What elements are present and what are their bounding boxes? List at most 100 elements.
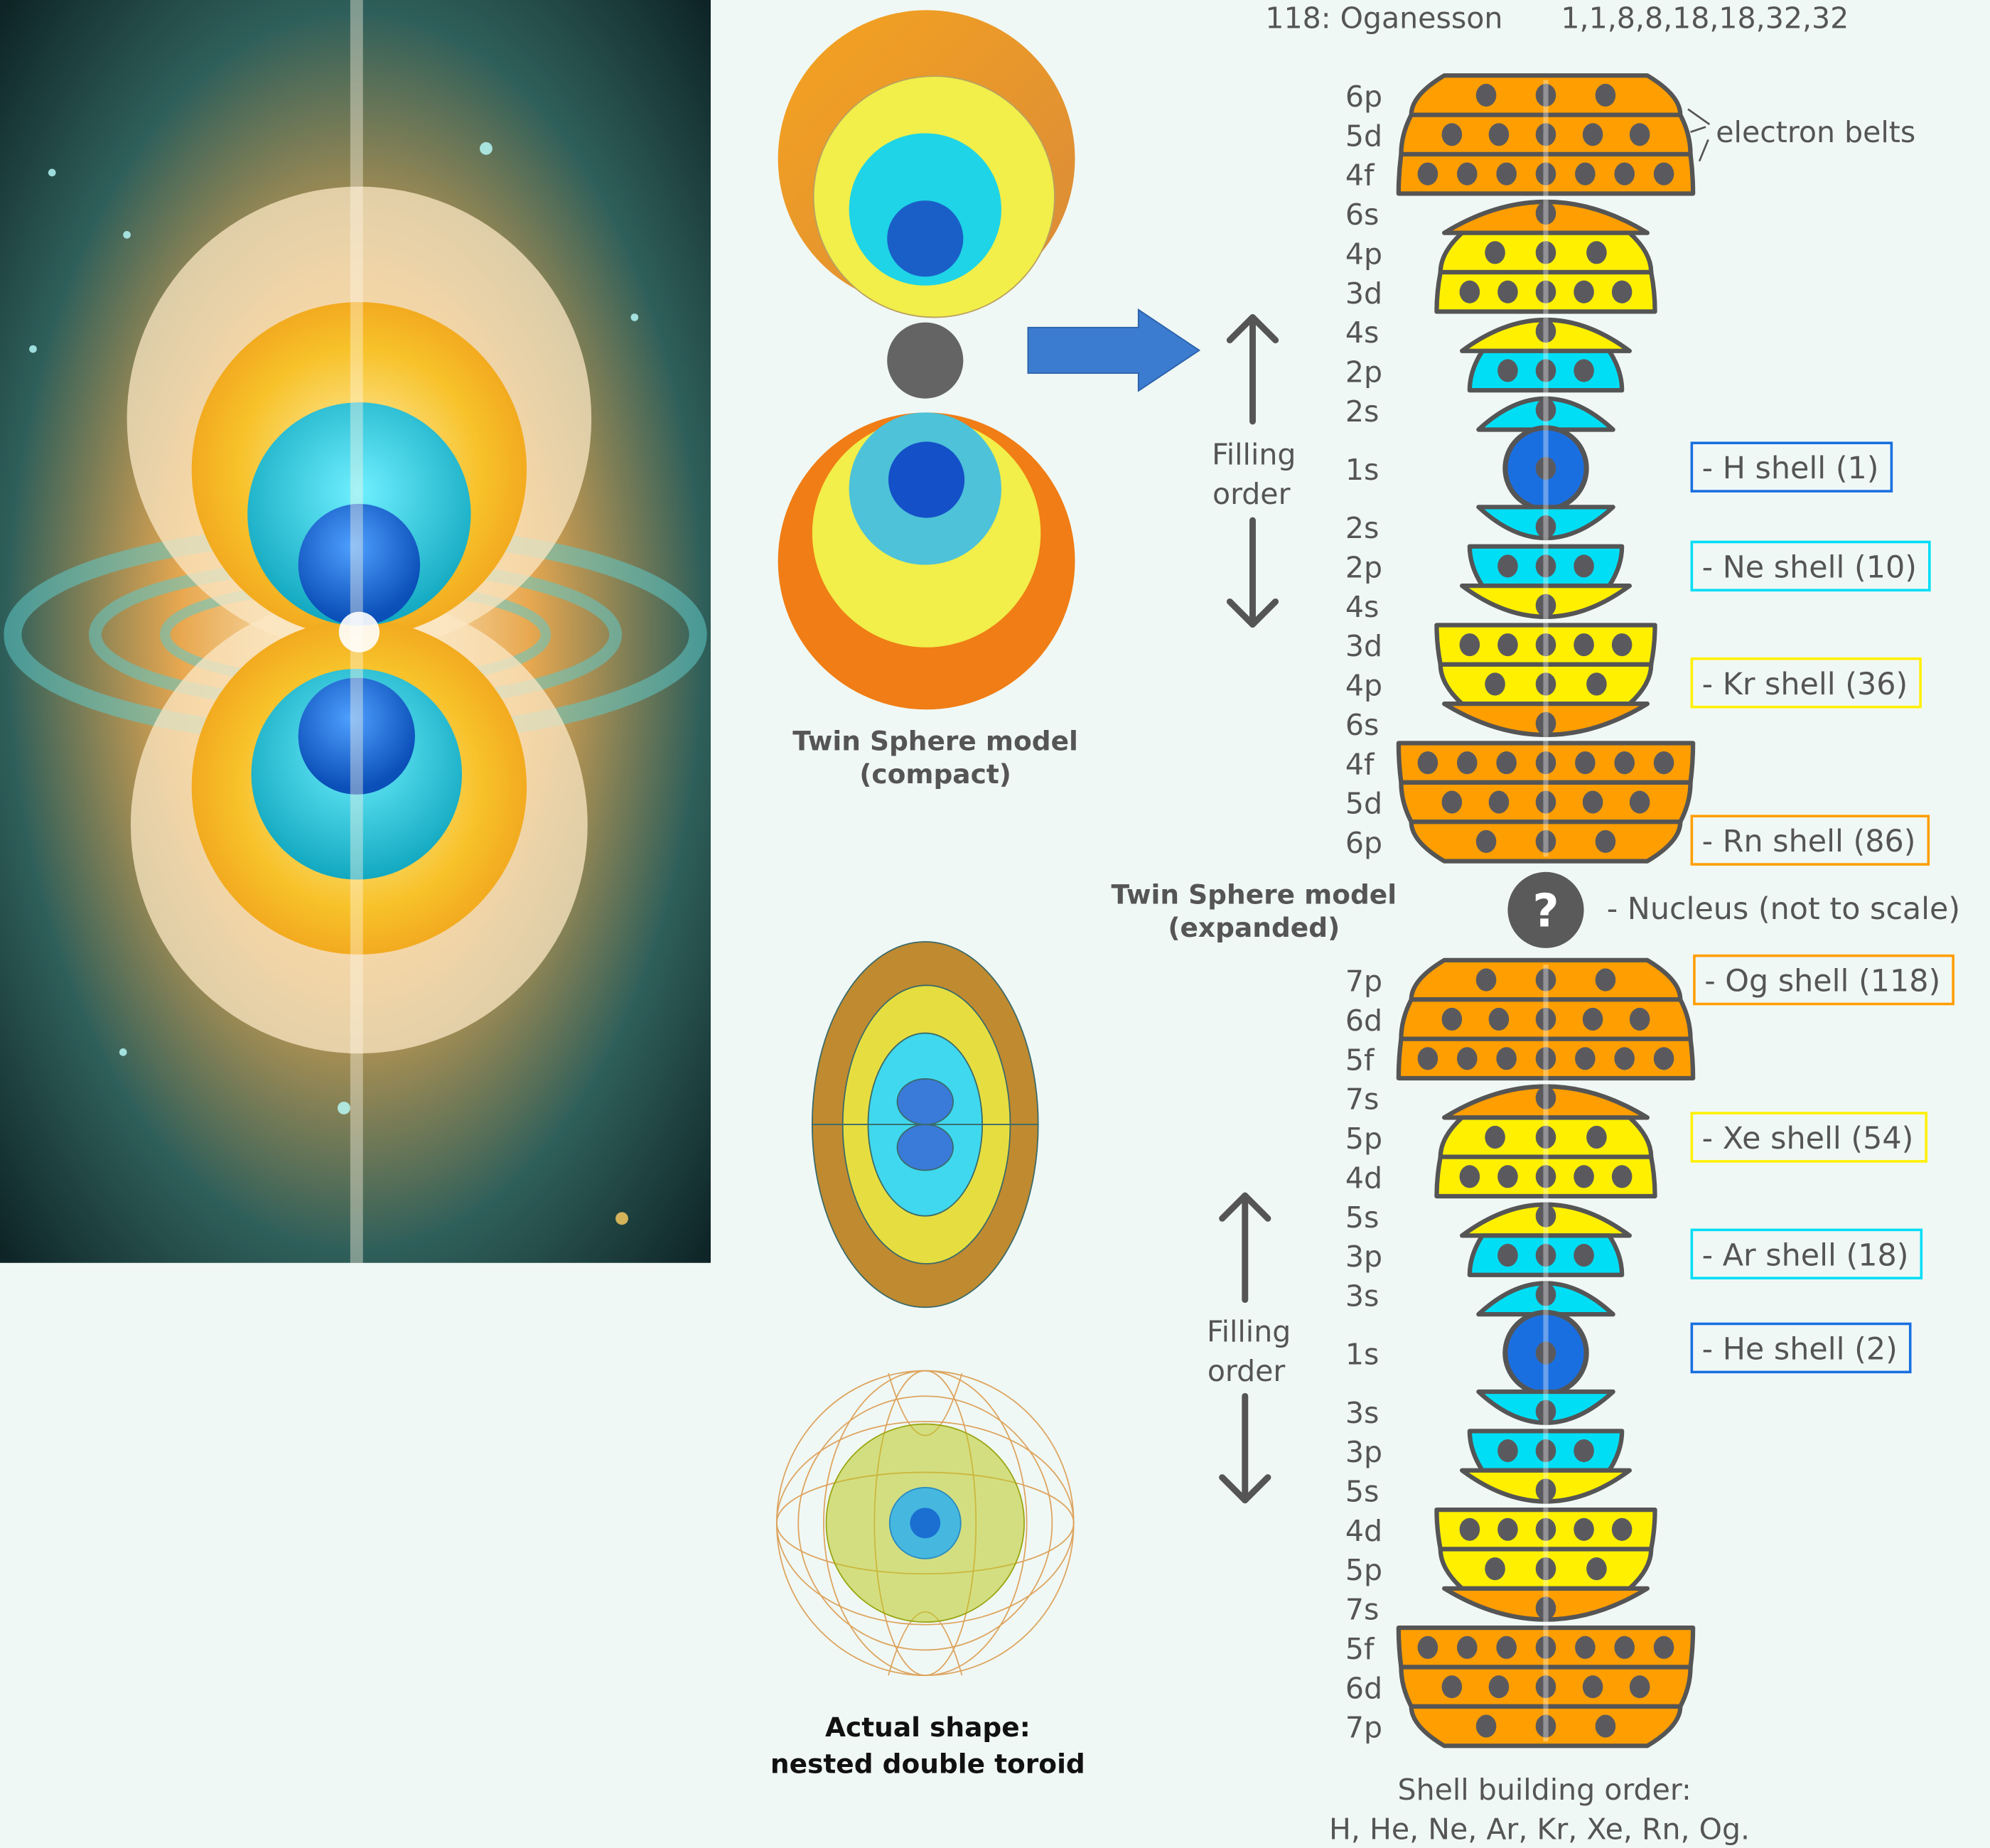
orbital-4p: 4p bbox=[1345, 662, 1654, 707]
orbital-label: 4p bbox=[1345, 237, 1382, 271]
electron-dot bbox=[1535, 1557, 1556, 1581]
electron-dot bbox=[1497, 1244, 1518, 1267]
expanded-caption-1: Twin Sphere model bbox=[1111, 879, 1397, 910]
electron-dot bbox=[1417, 1047, 1438, 1070]
electron-dot bbox=[1586, 1125, 1607, 1149]
arrow-down-icon bbox=[1219, 1392, 1271, 1504]
legend-item: - H shell (1) bbox=[1690, 441, 1893, 493]
electron-dot bbox=[1586, 241, 1607, 264]
electron-dot bbox=[1535, 1714, 1556, 1738]
legend-label: - Xe shell (54) bbox=[1702, 1121, 1914, 1156]
legend-box bbox=[1690, 540, 1931, 592]
orbital-7p: 7p bbox=[1345, 1704, 1683, 1748]
orbital-label: 6d bbox=[1345, 1004, 1382, 1038]
orbital-label: 7p bbox=[1345, 1711, 1382, 1745]
orbital-label: 2p bbox=[1345, 551, 1382, 585]
electron-dot bbox=[1535, 829, 1556, 853]
electron-dot bbox=[1653, 162, 1674, 186]
orbital-label: 5d bbox=[1345, 119, 1382, 153]
electron-dot bbox=[1574, 1165, 1594, 1188]
nucleus-icon bbox=[1507, 871, 1584, 948]
filling-order-label: order bbox=[1212, 477, 1291, 511]
shell-order-caption-2: H, He, Ne, Ar, Kr, Xe, Rn, Og. bbox=[1329, 1812, 1750, 1847]
actual-shape-caption-2: nested double toroid bbox=[770, 1748, 1085, 1780]
orbital-label: 2s bbox=[1345, 511, 1379, 545]
electron-dot bbox=[1574, 633, 1594, 657]
electron-dot bbox=[1497, 359, 1518, 382]
electron-dot bbox=[1653, 751, 1674, 775]
electron-dot bbox=[1586, 1557, 1607, 1581]
electron-dot bbox=[1582, 1007, 1603, 1031]
electron-belts-label: electron belts bbox=[1716, 115, 1915, 149]
orbital-2s: 2s bbox=[1345, 394, 1615, 432]
nucleus-label: - Nucleus (not to scale) bbox=[1607, 891, 1960, 927]
electron-dot bbox=[1575, 1635, 1596, 1659]
orbital-4d: 4d bbox=[1345, 1507, 1657, 1552]
legend-label: - Ar shell (18) bbox=[1702, 1237, 1909, 1273]
orbital-6d: 6d bbox=[1345, 1665, 1693, 1709]
electron-dot bbox=[1535, 1086, 1556, 1110]
legend-item: - Kr shell (36) bbox=[1690, 657, 1922, 709]
legend-box bbox=[1690, 1112, 1927, 1163]
orbital-7s: 7s bbox=[1345, 1083, 1650, 1120]
filling-order-label: Filling bbox=[1212, 438, 1296, 472]
orbital-label: 7p bbox=[1345, 965, 1382, 999]
electron-dot bbox=[1535, 554, 1556, 578]
compact-caption-1: Twin Sphere model bbox=[792, 725, 1078, 756]
electron-dot bbox=[1575, 162, 1596, 186]
electron-dot bbox=[1497, 1439, 1518, 1463]
electron-dot bbox=[1535, 672, 1556, 696]
electron-dot bbox=[1535, 790, 1556, 814]
electron-dot bbox=[1575, 1047, 1596, 1070]
electron-dot bbox=[1417, 1635, 1438, 1659]
actual-shape-caption-1: Actual shape: bbox=[825, 1712, 1031, 1743]
electron-dot bbox=[1535, 633, 1556, 657]
orbital-label: 7s bbox=[1345, 1593, 1379, 1627]
electron-dot bbox=[1535, 1478, 1556, 1502]
expanded-caption-2: (expanded) bbox=[1168, 912, 1340, 943]
orbital-label: 5p bbox=[1345, 1122, 1382, 1156]
electron-dot bbox=[1496, 1047, 1517, 1070]
legend-box bbox=[1690, 441, 1893, 493]
orbital-label: 3p bbox=[1345, 1240, 1382, 1274]
orbital-5s: 5s bbox=[1345, 1200, 1632, 1238]
electron-dot bbox=[1488, 1007, 1510, 1031]
orbital-5p: 5p bbox=[1345, 1547, 1654, 1591]
electron-dot bbox=[1535, 1635, 1556, 1659]
legend-item: - Ar shell (18) bbox=[1690, 1228, 1923, 1280]
electron-dot bbox=[1485, 672, 1505, 696]
orbital-label: 1s bbox=[1345, 1338, 1379, 1372]
orbital-label: 1s bbox=[1345, 453, 1379, 487]
orbital-label: 4d bbox=[1345, 1514, 1382, 1548]
orbital-label: 5f bbox=[1345, 1632, 1375, 1666]
electron-dot bbox=[1497, 633, 1518, 657]
electron-dot bbox=[1535, 1204, 1556, 1227]
electron-dot bbox=[1497, 1165, 1518, 1188]
electron-dot bbox=[1475, 829, 1497, 853]
electron-config: 1,1,8,8,18,18,32,32 bbox=[1561, 1, 1849, 35]
electron-dot bbox=[1488, 123, 1510, 146]
orbital-1s: 1s bbox=[1345, 1309, 1589, 1397]
electron-dot bbox=[1457, 751, 1478, 775]
orbital-6s: 6s bbox=[1345, 198, 1650, 235]
electron-dot bbox=[1485, 241, 1505, 264]
electron-dot bbox=[1586, 672, 1607, 696]
arrow-up-icon bbox=[1226, 313, 1279, 425]
electron-dot bbox=[1457, 1047, 1478, 1070]
orbital-5d: 5d bbox=[1345, 112, 1693, 157]
orbital-3s: 3s bbox=[1345, 1279, 1615, 1317]
electron-dot bbox=[1535, 1125, 1556, 1149]
legend-box bbox=[1690, 815, 1930, 866]
element-title: 118: Oganesson bbox=[1265, 1, 1502, 35]
electron-dot bbox=[1574, 280, 1594, 303]
orbital-label: 4s bbox=[1345, 590, 1379, 624]
orbital-4p: 4p bbox=[1345, 230, 1654, 275]
nucleus-dot bbox=[887, 322, 964, 399]
orbital-label: 3p bbox=[1345, 1435, 1382, 1469]
arrow-up-icon bbox=[1219, 1192, 1271, 1304]
electron-dot bbox=[1457, 162, 1478, 186]
electron-dot bbox=[1614, 162, 1635, 186]
orbital-4f: 4f bbox=[1345, 151, 1696, 196]
electron-dot bbox=[1629, 1675, 1650, 1699]
orbital-2p: 2p bbox=[1345, 544, 1625, 589]
